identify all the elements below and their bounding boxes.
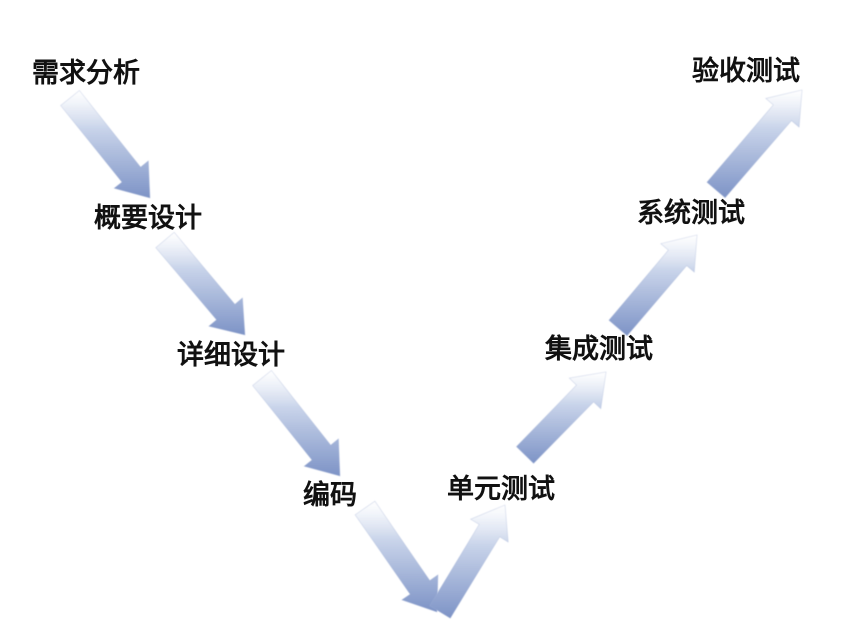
arrow-detailed-design-to-coding [252, 370, 341, 477]
arrow-high-level-design-to-detailed-design [155, 231, 246, 336]
stage-label-coding: 编码 [303, 479, 357, 511]
arrow-integration-test-to-system-test [608, 234, 698, 337]
stage-label-requirements: 需求分析 [32, 58, 140, 89]
arrow-bottom-to-unit-test [429, 504, 509, 619]
stage-label-high-level-design: 概要设计 [94, 203, 202, 234]
stage-label-detailed-design: 详细设计 [177, 339, 285, 371]
arrow-system-test-to-acceptance-test [706, 89, 803, 199]
stage-label-integration-test: 集成测试 [544, 333, 653, 365]
arrow-group [60, 89, 803, 619]
stage-label-unit-test: 单元测试 [447, 474, 555, 505]
stage-label-acceptance-test: 验收测试 [692, 55, 800, 87]
arrow-coding-to-bottom [354, 500, 439, 613]
stage-label-system-test: 系统测试 [637, 197, 745, 229]
arrow-requirements-to-high-level-design [60, 90, 151, 199]
arrow-unit-test-to-integration-test [515, 371, 607, 464]
